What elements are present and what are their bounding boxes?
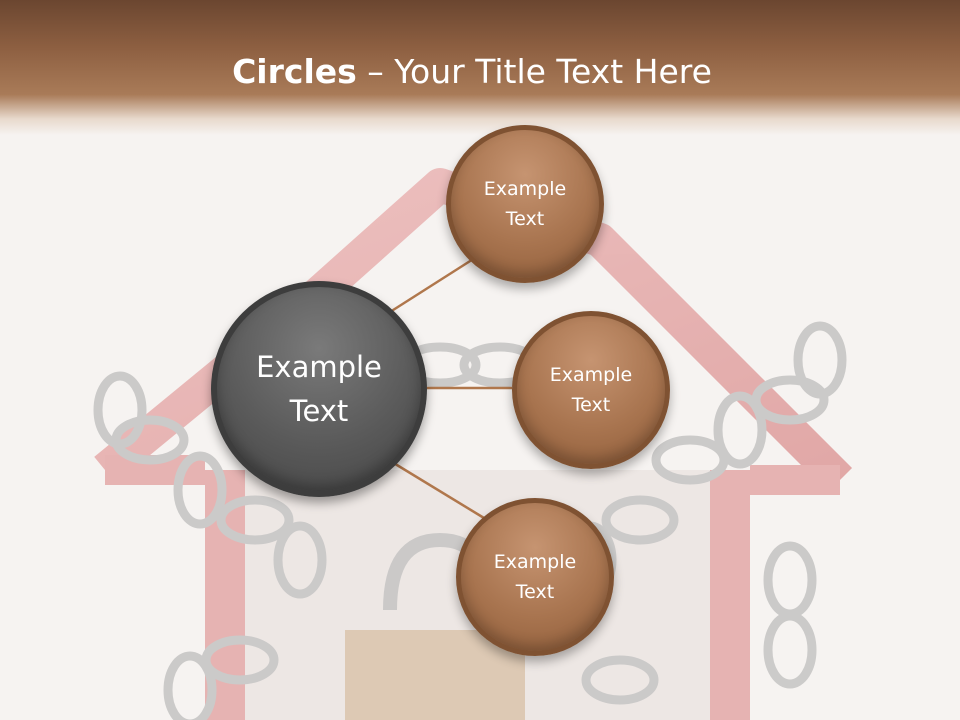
header-band xyxy=(0,0,960,135)
slide-title: Circles – Your Title Text Here xyxy=(0,52,944,91)
connector-line-1 xyxy=(389,254,479,314)
title-bold-part: Circles xyxy=(232,52,357,91)
title-rest-part: – Your Title Text Here xyxy=(356,52,712,91)
node-circle-3[interactable]: Example Text xyxy=(456,498,614,656)
node-circle-2-label: Example Text xyxy=(549,364,633,416)
center-circle[interactable]: Example Text xyxy=(211,281,427,497)
node-circle-1[interactable]: Example Text xyxy=(446,125,604,283)
node-circle-3-label: Example Text xyxy=(493,551,577,603)
center-circle-label: Example Text xyxy=(256,350,382,428)
node-circle-1-label: Example Text xyxy=(483,178,567,230)
node-circle-2[interactable]: Example Text xyxy=(512,311,670,469)
connector-line-3 xyxy=(391,460,485,520)
